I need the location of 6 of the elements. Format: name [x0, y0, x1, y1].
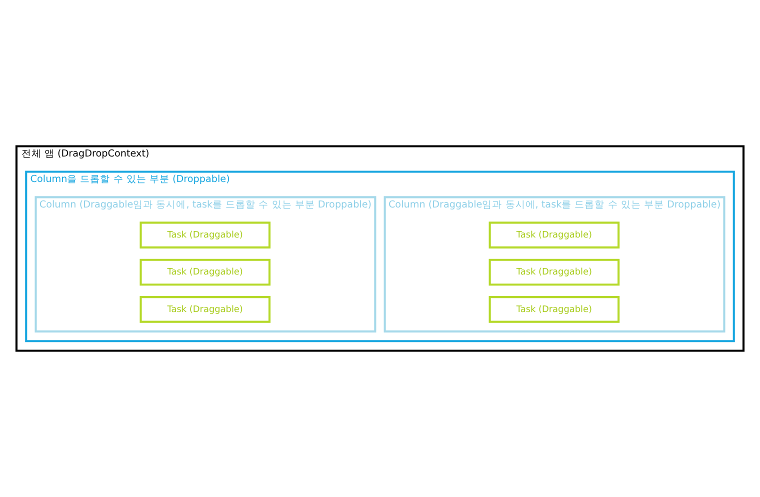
node-box: Task (Draggable) — [140, 222, 271, 248]
node-box: Task (Draggable) — [140, 258, 271, 286]
node-box: Task (Draggable) — [488, 258, 620, 286]
node-box: Task (Draggable) — [488, 296, 620, 323]
node-box: Task (Draggable) — [488, 222, 620, 248]
node-box: Task (Draggable) — [140, 296, 271, 323]
